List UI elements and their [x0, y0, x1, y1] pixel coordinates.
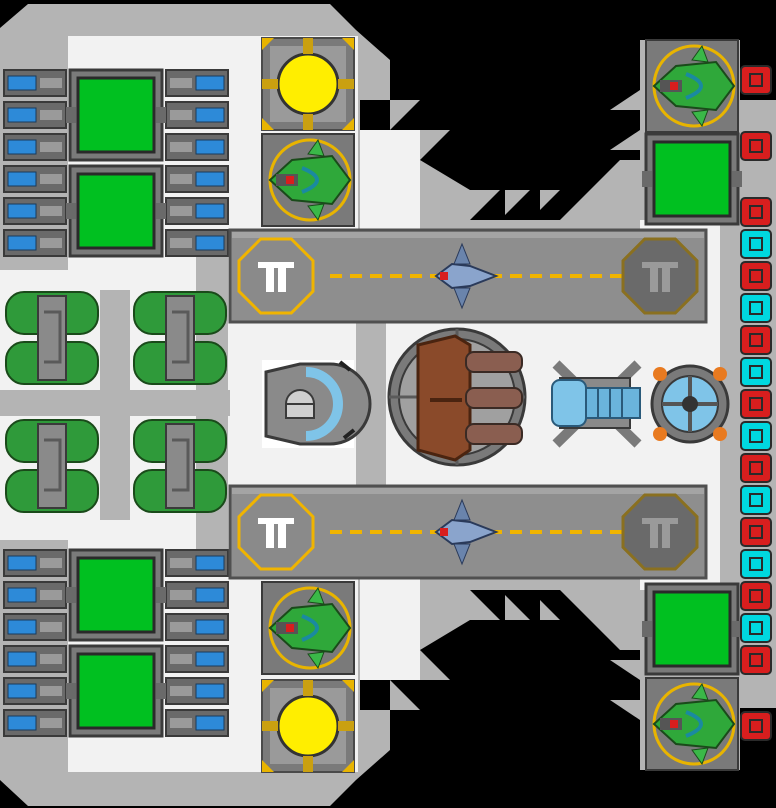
shield-generator[interactable]: [262, 360, 372, 448]
armor-block: [740, 711, 772, 741]
main-cannon[interactable]: [387, 327, 527, 467]
battery-cell: [3, 133, 67, 161]
armor-block: [740, 613, 772, 643]
battery-cell: [165, 613, 229, 641]
battery-cell: [165, 645, 229, 673]
battery-cell: [3, 165, 67, 193]
fighter-icon: [434, 242, 499, 310]
cargo-bays: [66, 68, 742, 738]
battery-cell: [165, 677, 229, 705]
battery-cell: [3, 709, 67, 737]
armor-column: [740, 65, 772, 741]
armor-block: [740, 485, 772, 515]
battery-cell: [3, 581, 67, 609]
fighter-bay[interactable]: [645, 677, 739, 771]
reactor-top[interactable]: [261, 37, 355, 131]
battery-cell: [3, 549, 67, 577]
armor-block: [740, 421, 772, 451]
battery-cell: [3, 197, 67, 225]
fuel-tank[interactable]: [133, 291, 227, 385]
armor-block: [740, 581, 772, 611]
hangar-runway[interactable]: [228, 228, 708, 324]
battery-cell: [165, 709, 229, 737]
cargo-bay[interactable]: [642, 132, 742, 226]
cargo-bay[interactable]: [66, 644, 166, 738]
armor-block: [740, 357, 772, 387]
battery-cell: [165, 229, 229, 257]
fighter-bay[interactable]: [261, 133, 355, 227]
hangars: [228, 228, 708, 580]
battery-cell: [165, 101, 229, 129]
battery-cell: [3, 229, 67, 257]
armor-block: [740, 517, 772, 547]
battery-cell: [3, 613, 67, 641]
battery-cell: [3, 677, 67, 705]
fuel-tank[interactable]: [5, 291, 99, 385]
battery-cell: [165, 197, 229, 225]
battery-cell: [165, 133, 229, 161]
fighter-bays: [261, 39, 739, 771]
fighter-bay[interactable]: [645, 39, 739, 133]
battery-cell: [3, 645, 67, 673]
fighter-icon: [434, 498, 499, 566]
ion-engine[interactable]: [551, 360, 642, 448]
armor-block: [740, 645, 772, 675]
battery-cell: [3, 69, 67, 97]
battery-cell: [165, 581, 229, 609]
armor-block: [740, 65, 772, 95]
cargo-bay[interactable]: [66, 68, 166, 162]
armor-block: [740, 261, 772, 291]
fuel-tank[interactable]: [133, 419, 227, 513]
thruster-hub[interactable]: [650, 364, 730, 444]
cargo-bay[interactable]: [66, 164, 166, 258]
armor-block: [740, 229, 772, 259]
armor-block: [740, 325, 772, 355]
armor-block: [740, 293, 772, 323]
battery-banks: [3, 69, 229, 737]
cargo-bay[interactable]: [66, 548, 166, 642]
fuel-tanks: [5, 291, 227, 513]
battery-cell: [165, 549, 229, 577]
hangar-runway[interactable]: [228, 484, 708, 580]
fighter-bay[interactable]: [261, 581, 355, 675]
cargo-bay[interactable]: [642, 582, 742, 676]
armor-block: [740, 389, 772, 419]
armor-block: [740, 197, 772, 227]
armor-block: [740, 131, 772, 161]
reactor-bottom[interactable]: [261, 679, 355, 773]
battery-cell: [165, 165, 229, 193]
battery-cell: [3, 101, 67, 129]
armor-block: [740, 453, 772, 483]
fuel-tank[interactable]: [5, 419, 99, 513]
armor-block: [740, 549, 772, 579]
battery-cell: [165, 69, 229, 97]
